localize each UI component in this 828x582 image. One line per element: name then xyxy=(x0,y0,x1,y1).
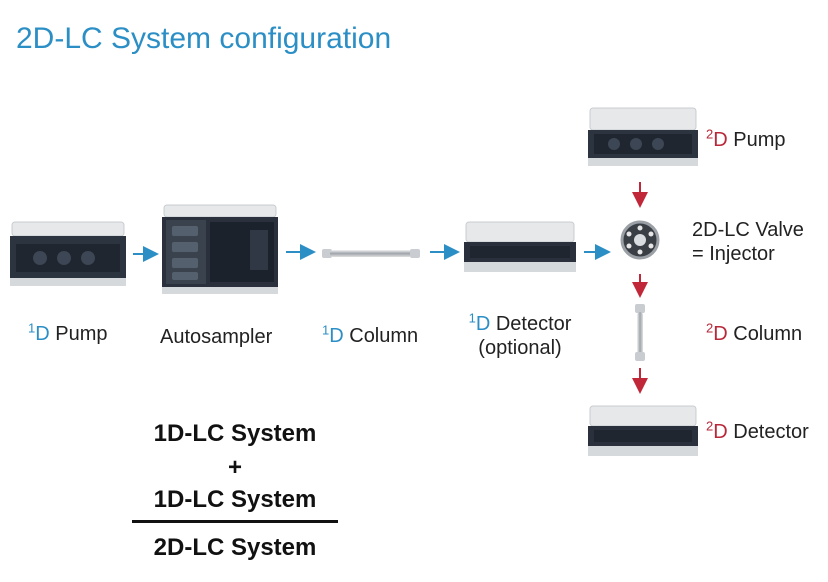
label-valve-line2: = Injector xyxy=(692,243,775,265)
autosampler-module-icon xyxy=(162,204,278,294)
label-column-2d: 2D Column xyxy=(706,320,803,345)
label-valve: 2D-LC Valve = Injector xyxy=(692,218,804,266)
column-2d-icon xyxy=(635,304,645,361)
formula-line1: 1D-LC System xyxy=(153,420,317,447)
detector-2d-module-icon xyxy=(588,405,698,456)
formula-divider xyxy=(132,520,338,523)
label-detector-2d: 2D Detector xyxy=(706,418,809,443)
label-autosampler: Autosampler xyxy=(160,326,273,348)
label-pump-1d: 1D Pump xyxy=(28,320,108,345)
column-1d-icon xyxy=(322,249,420,258)
valve-icon xyxy=(620,220,660,260)
formula-result: 2D-LC System xyxy=(153,534,317,561)
formula-line2: 1D-LC System xyxy=(153,486,317,513)
detector-1d-module-icon xyxy=(464,221,576,272)
label-pump-2d: 2D Pump xyxy=(706,126,786,151)
label-column-1d: 1D Column xyxy=(322,322,419,347)
pump-1d-module-icon xyxy=(10,221,126,286)
label-detector-1d: 1D Detector (optional) xyxy=(455,311,585,360)
page-title: 2D-LC System configuration xyxy=(16,22,392,55)
label-detector-1d-optional: (optional) xyxy=(478,337,562,359)
label-valve-line1: 2D-LC Valve xyxy=(692,219,804,241)
pump-2d-module-icon xyxy=(588,107,698,166)
formula-plus: + xyxy=(227,454,242,481)
